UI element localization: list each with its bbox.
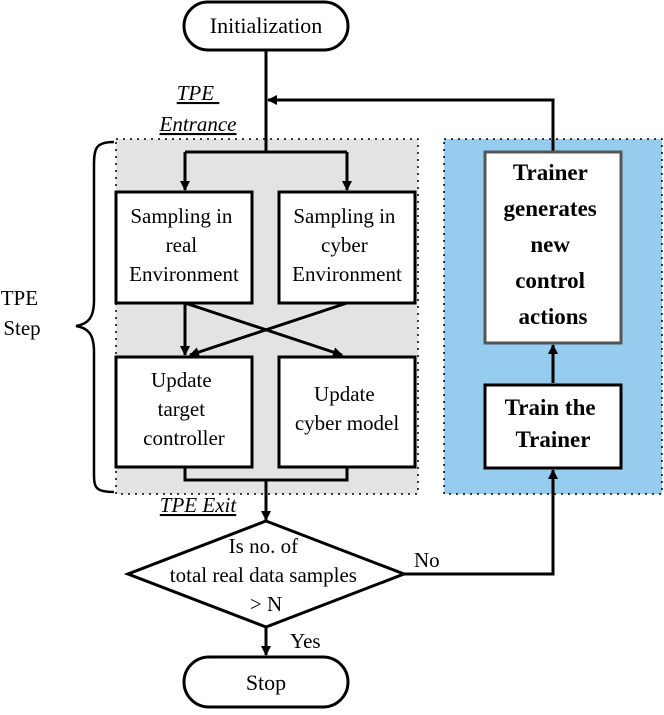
trainer-generates-node [483, 150, 623, 345]
update-cyber-label: Update cyber model [295, 382, 400, 435]
arrow-real-to-update-cyber [184, 301, 343, 357]
initialization-node [182, 0, 350, 52]
no-branch-line [404, 469, 558, 576]
tpe-step-brace [75, 140, 115, 494]
tpe-step-label: TPE Step [1, 286, 44, 340]
stop-node [182, 655, 350, 709]
train-trainer-label: Train the Trainer [505, 395, 602, 452]
sampling-cyber-label: Sampling in cyber Environment [292, 204, 402, 286]
tpe-exit-label: TPE Exit [160, 493, 238, 517]
sampling-cyber-node [277, 190, 417, 305]
update-target-label: Update target controller [143, 368, 225, 450]
feedback-line [267, 95, 555, 152]
connectors [180, 50, 558, 656]
decision-label: Is no. of total real data samples > N [170, 534, 362, 616]
trainer-generates-label: Trainer generates new control actions [504, 160, 603, 329]
stop-label: Stop [246, 670, 286, 695]
initialization-label: Initialization [210, 13, 322, 38]
arrow-cyber-to-update-target [189, 301, 348, 357]
sampling-real-label: Sampling in real Environment [129, 204, 239, 286]
update-target-node [114, 355, 254, 469]
decision-node [123, 519, 409, 629]
sampling-real-node [114, 190, 254, 305]
no-label: No [414, 548, 440, 572]
yes-label: Yes [290, 629, 321, 653]
train-trainer-node [483, 383, 623, 470]
update-cyber-node [277, 355, 417, 469]
tpe-entrance-label: TPE Entrance [159, 81, 237, 136]
